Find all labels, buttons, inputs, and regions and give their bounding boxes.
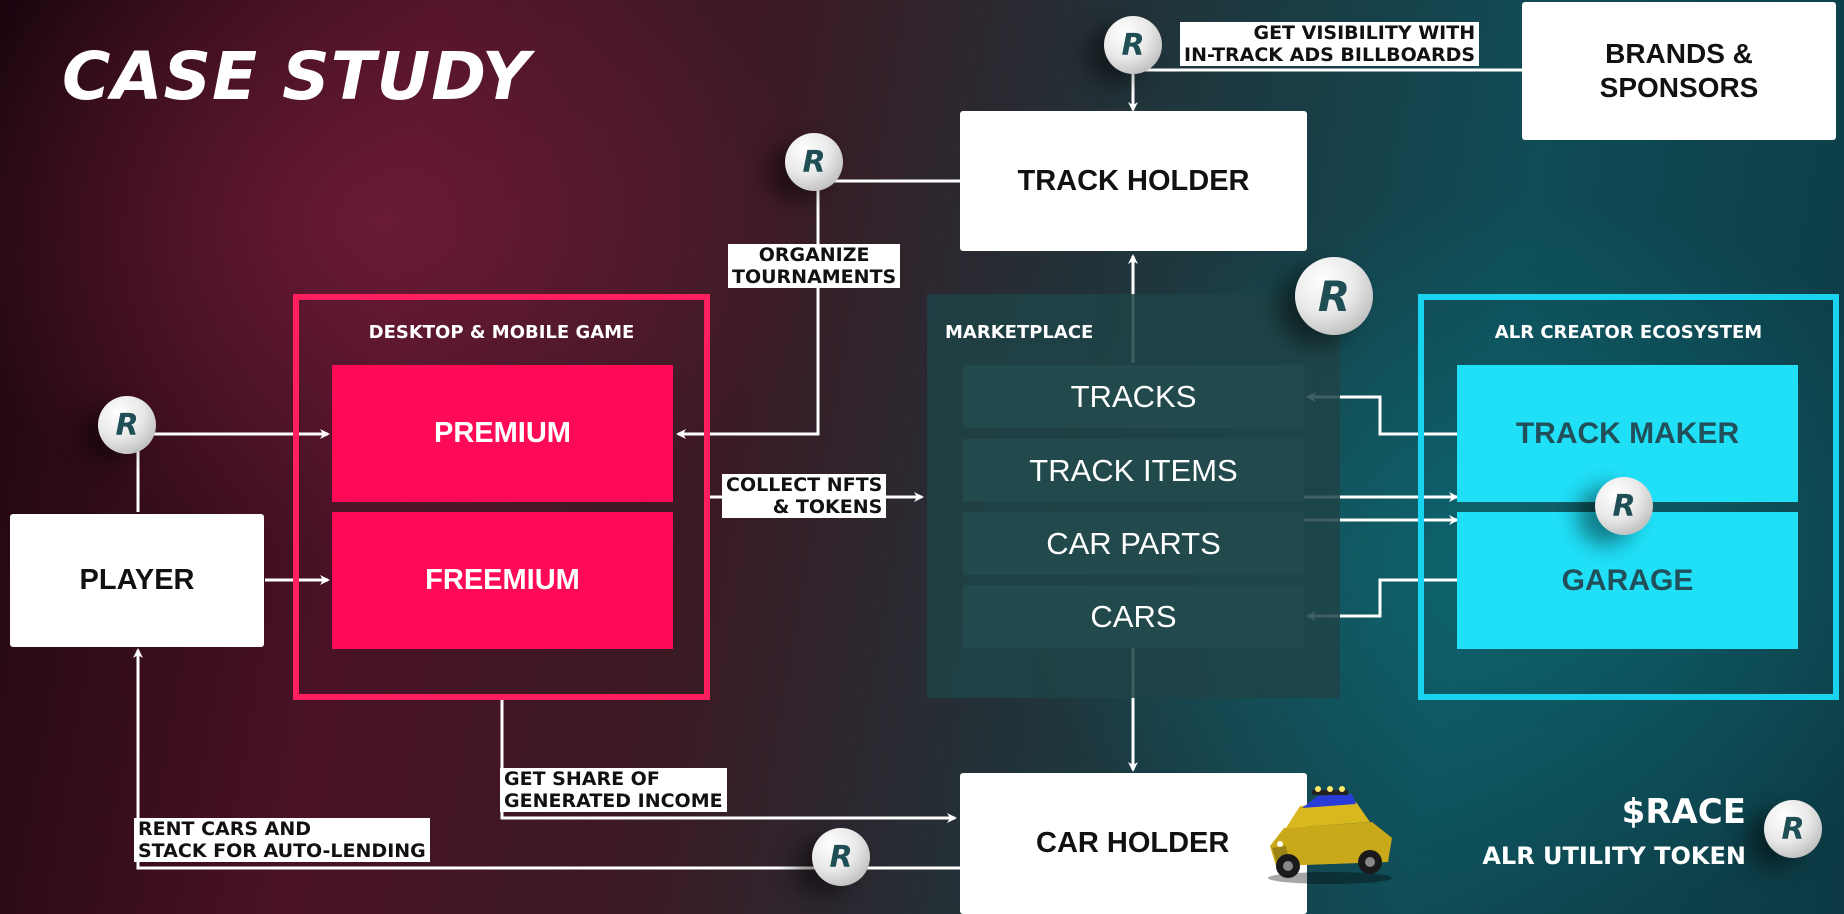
race-coin-icon: R <box>1764 800 1822 858</box>
garage-box: GARAGE <box>1457 512 1798 649</box>
premium-box: PREMIUM <box>332 365 673 502</box>
track-holder-node: TRACK HOLDER <box>960 111 1307 251</box>
page-title: CASE STUDY <box>62 38 531 115</box>
freemium-box: FREEMIUM <box>332 512 673 649</box>
game-group-label: DESKTOP & MOBILE GAME <box>368 322 635 343</box>
share-edge-label: GET SHARE OF GENERATED INCOME <box>500 768 727 812</box>
collect-label-line2: & TOKENS <box>722 496 887 518</box>
toy-car-illustration <box>1260 786 1400 886</box>
creator-group-label: ALR CREATOR ECOSYSTEM <box>1494 322 1763 343</box>
race-coin-icon: R <box>98 396 156 454</box>
rent-edge-label: RENT CARS AND STACK FOR AUTO-LENDING <box>134 818 430 862</box>
rent-label-line1: RENT CARS AND <box>134 818 430 840</box>
marketplace-item-tracks: TRACKS <box>963 365 1304 428</box>
visibility-label-line2: IN-TRACK ADS BILLBOARDS <box>1180 44 1480 66</box>
marketplace-item-track-items: TRACK ITEMS <box>963 439 1304 502</box>
race-coin-icon: R <box>785 133 843 191</box>
share-label-line1: GET SHARE OF <box>500 768 727 790</box>
organize-label-line2: TOURNAMENTS <box>728 266 901 288</box>
edge-game-to-carholder <box>500 700 957 823</box>
visibility-edge-label: GET VISIBILITY WITH IN-TRACK ADS BILLBOA… <box>1180 22 1480 66</box>
collect-edge-label: COLLECT NFTS & TOKENS <box>722 474 887 518</box>
game-group-frame <box>293 294 710 700</box>
creator-group-frame <box>1418 294 1839 700</box>
race-coin-icon: R <box>812 828 870 886</box>
visibility-label-line1: GET VISIBILITY WITH <box>1180 22 1480 44</box>
marketplace-label: MARKETPLACE <box>945 322 1094 343</box>
rent-label-line2: STACK FOR AUTO-LENDING <box>134 840 430 862</box>
edge-trackholder-to-premium <box>676 179 960 439</box>
edge-carholder-to-player <box>133 648 960 870</box>
edge-brands-to-trackholder <box>1128 68 1522 112</box>
organize-edge-label: ORGANIZE TOURNAMENTS <box>728 244 901 288</box>
marketplace-item-cars: CARS <box>963 585 1304 648</box>
share-label-line2: GENERATED INCOME <box>500 790 727 812</box>
token-caption: ALR UTILITY TOKEN <box>1482 842 1746 870</box>
marketplace-item-car-parts: CAR PARTS <box>963 512 1304 575</box>
player-node: PLAYER <box>10 514 264 647</box>
token-symbol: $RACE <box>1621 792 1746 832</box>
organize-label-line1: ORGANIZE <box>728 244 901 266</box>
car-holder-node: CAR HOLDER <box>960 773 1307 914</box>
race-coin-icon: R <box>1104 16 1162 74</box>
race-coin-icon: R <box>1295 257 1373 335</box>
brands-sponsors-node: BRANDS & SPONSORS <box>1522 2 1836 140</box>
collect-label-line1: COLLECT NFTS <box>722 474 887 496</box>
race-coin-icon: R <box>1595 477 1653 535</box>
